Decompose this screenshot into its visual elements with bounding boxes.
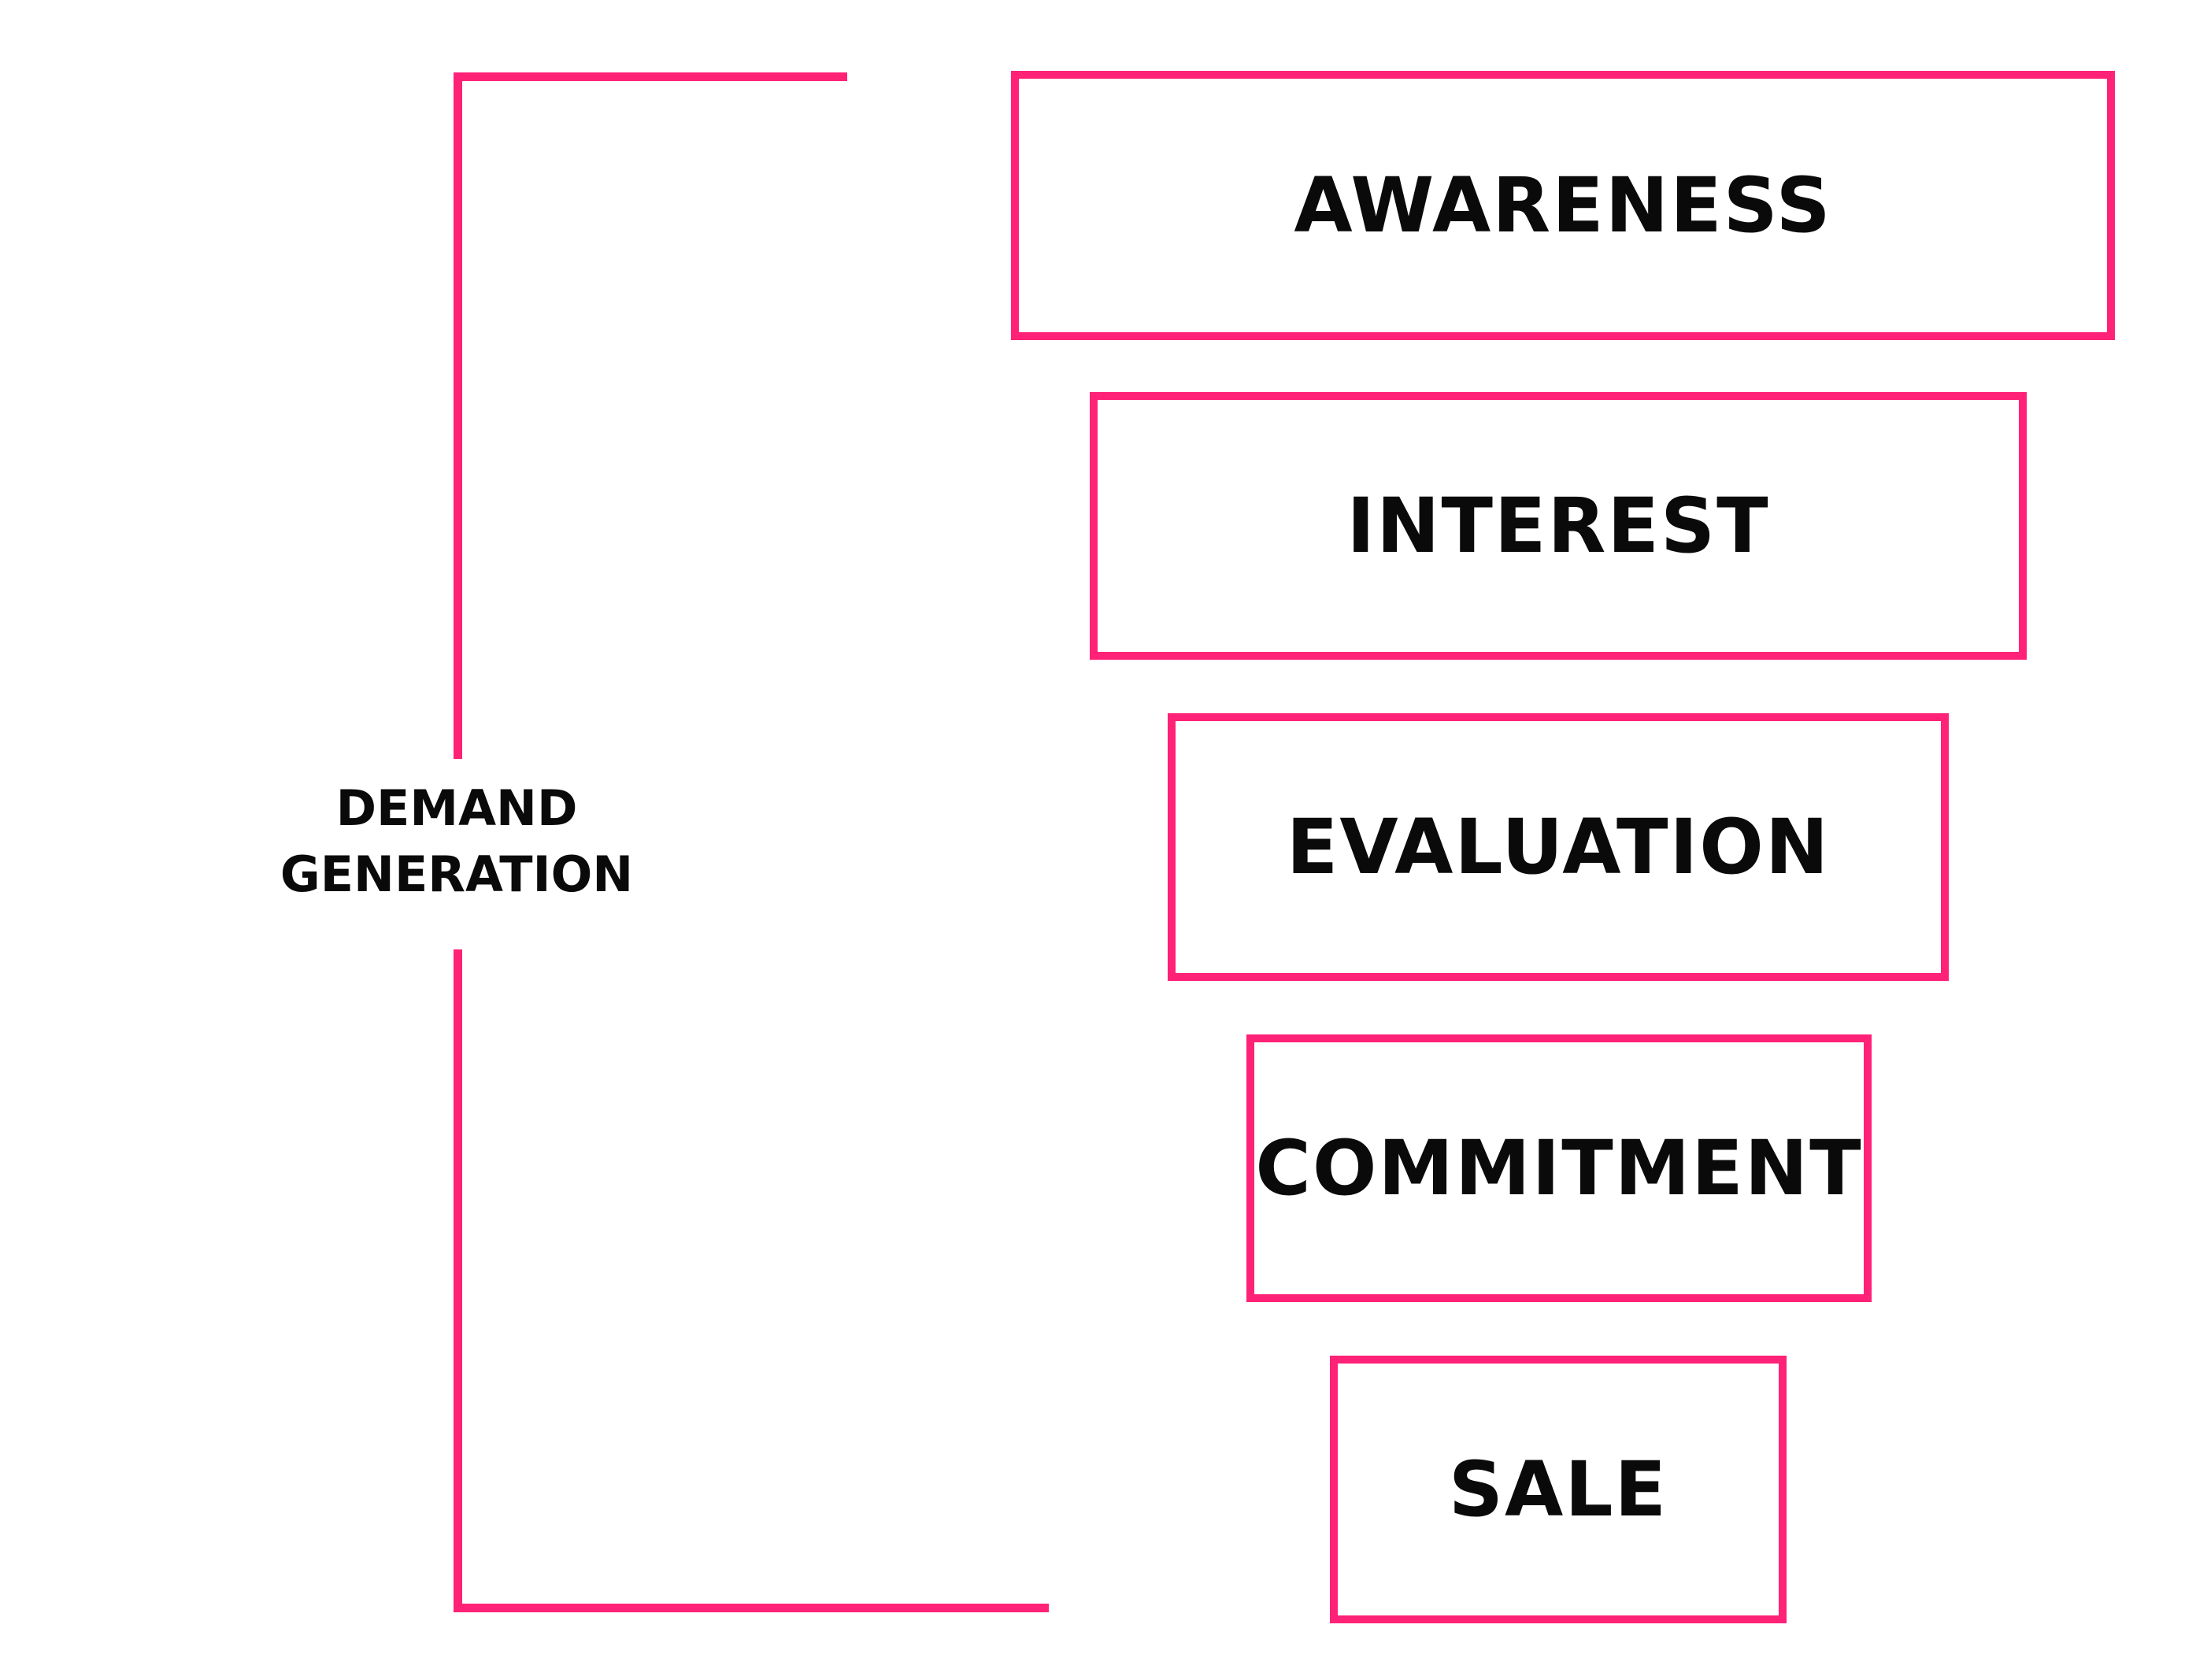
bracket-lower-line [454,949,462,1612]
stage-label-commitment: COMMITMENT [1255,1124,1863,1212]
bracket-label-line1: DEMAND [335,779,578,837]
demand-generation-label: DEMAND GENERATION [236,775,677,908]
stage-box-awareness: AWARENESS [1011,71,2115,340]
stage-box-interest: INTEREST [1090,392,2027,660]
bracket-label-line2: GENERATION [280,846,634,903]
bracket-top-line [454,72,847,81]
stage-box-evaluation: EVALUATION [1168,713,1949,981]
stage-label-awareness: AWARENESS [1294,161,1832,250]
stage-box-commitment: COMMITMENT [1246,1034,1872,1302]
stage-label-sale: SALE [1448,1445,1668,1534]
stage-label-interest: INTEREST [1346,482,1770,570]
stage-box-sale: SALE [1330,1356,1787,1623]
stage-label-evaluation: EVALUATION [1286,803,1831,891]
bracket-bottom-line [454,1604,1049,1612]
bracket-upper-line [454,72,462,759]
